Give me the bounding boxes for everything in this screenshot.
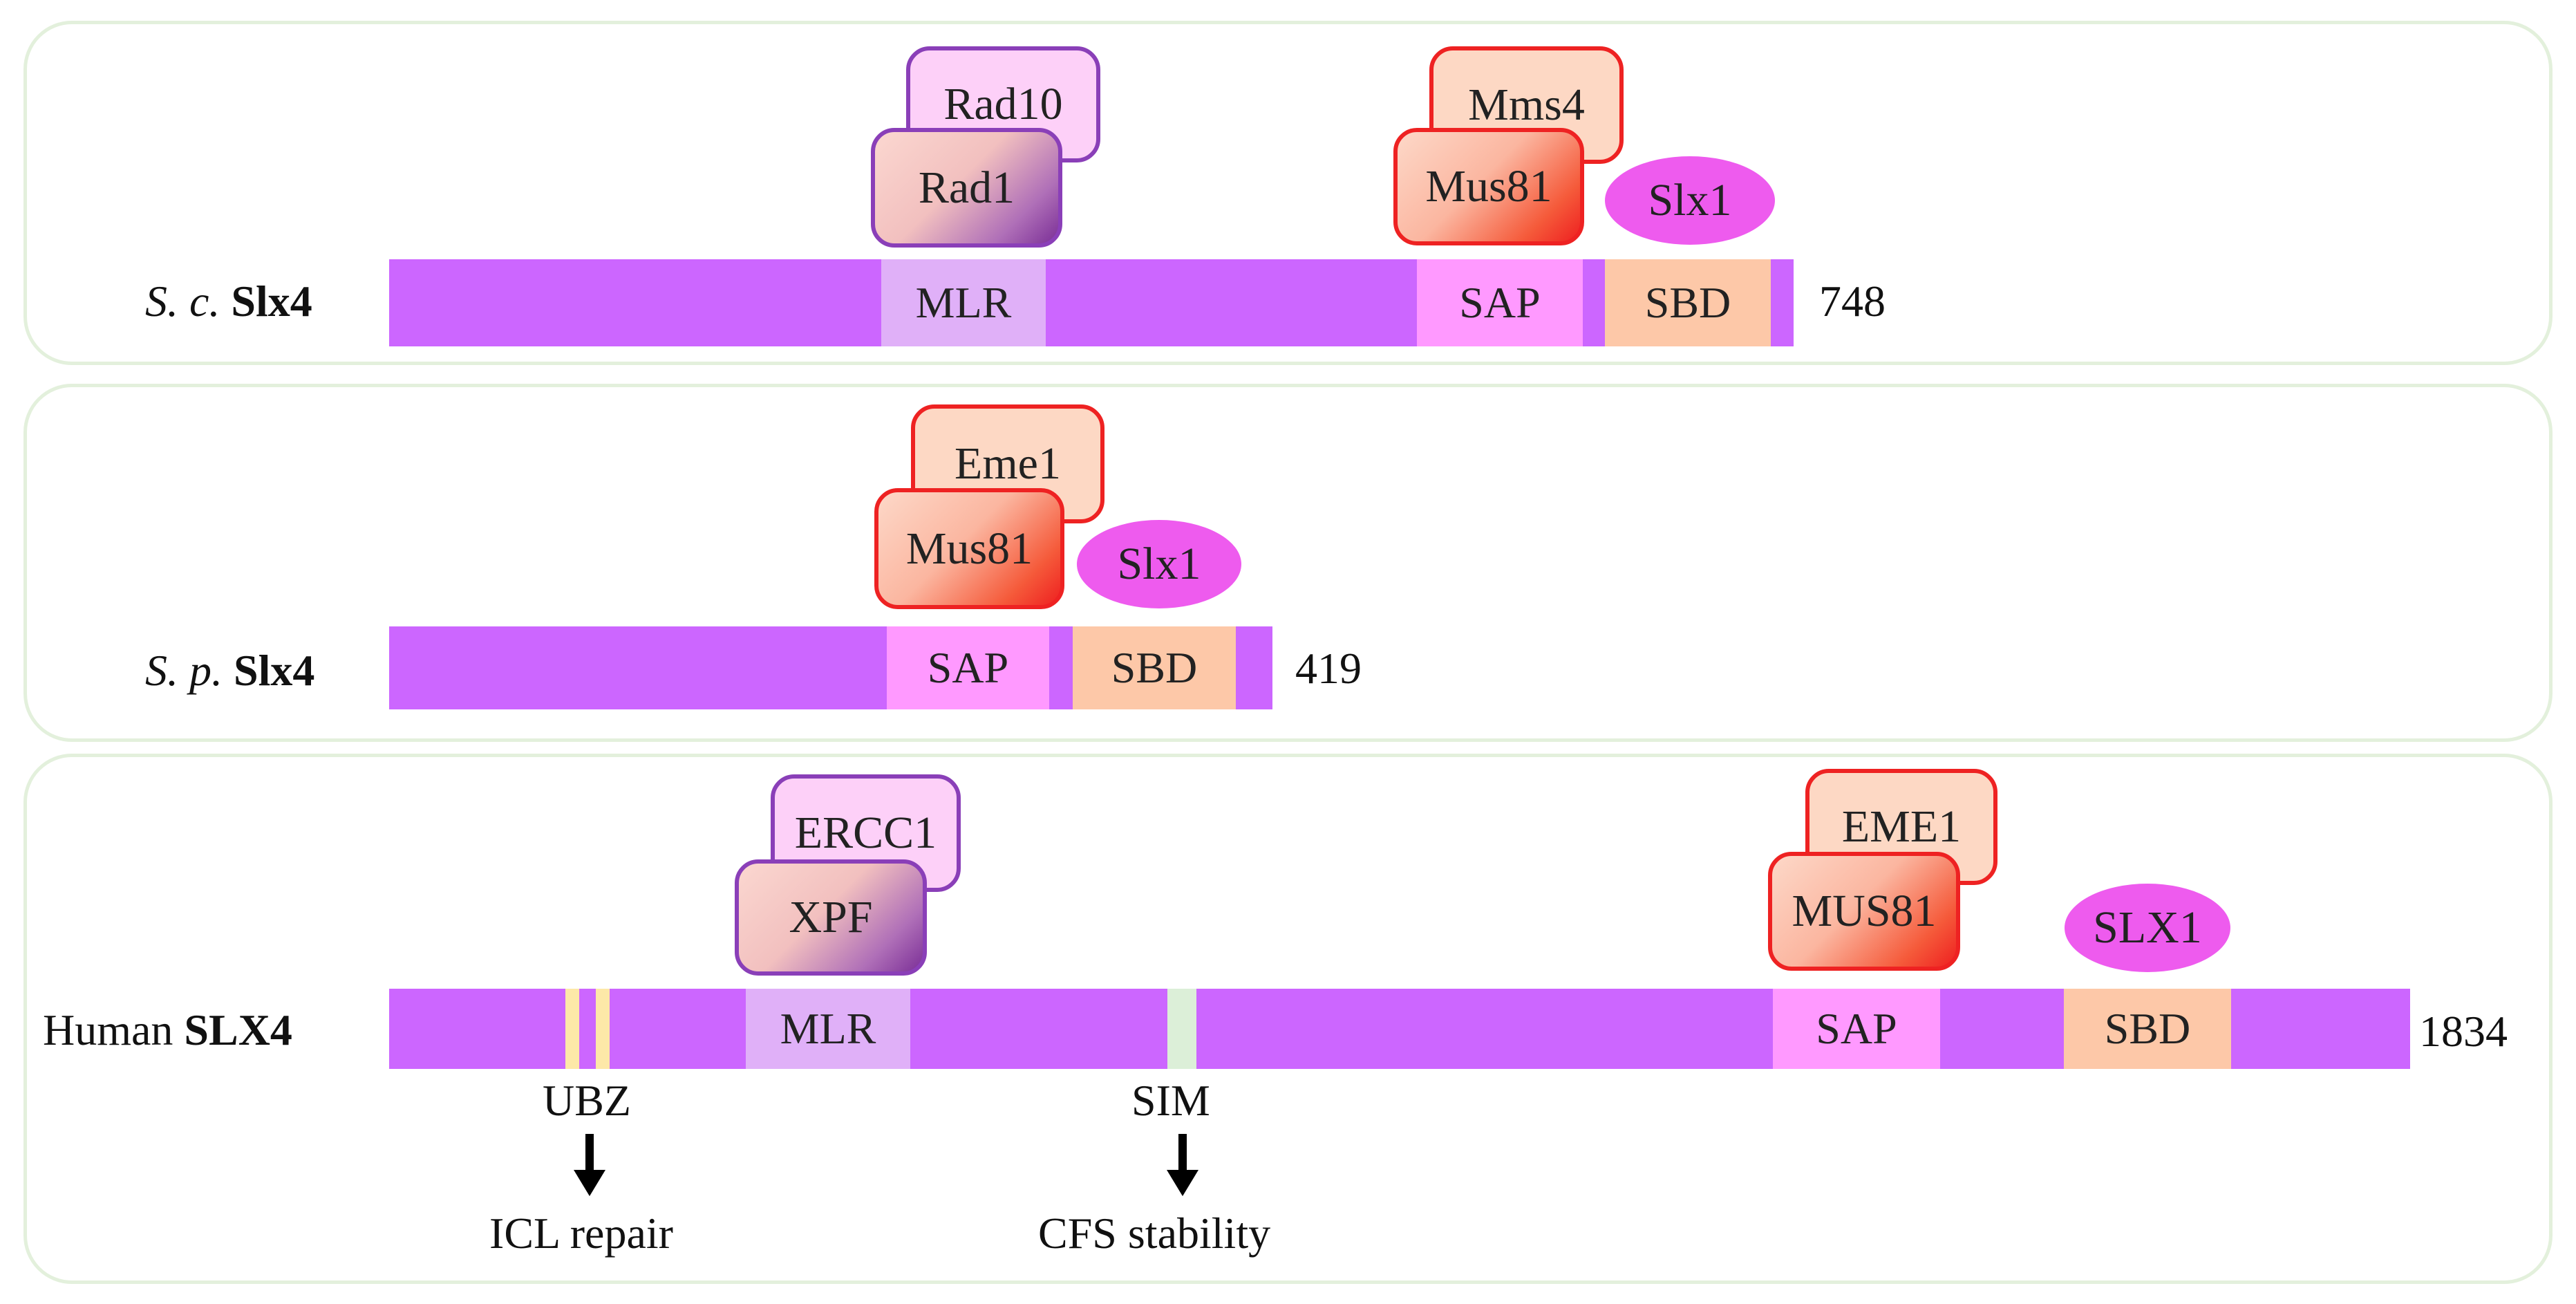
partner-mus81: Mus81: [874, 488, 1064, 609]
species-name: S. p.: [145, 646, 223, 695]
partner-mus81: Mus81: [1393, 128, 1584, 245]
protein-length: 1834: [2419, 1007, 2508, 1056]
domain-sap: SAP: [887, 626, 1049, 709]
function-icl-repair: ICL repair: [489, 1209, 673, 1258]
domain-mlr: MLR: [746, 989, 910, 1069]
protein-length: 748: [1819, 277, 1886, 326]
protein-backbone: [389, 259, 1794, 346]
species-name: Human: [43, 1005, 173, 1054]
protein-label-human: Human SLX4: [43, 1008, 292, 1052]
arrow-down-icon: [574, 1134, 605, 1196]
domain-mlr: MLR: [881, 259, 1046, 346]
partner-slx1: Slx1: [1605, 156, 1775, 245]
domain-sbd: SBD: [2064, 989, 2231, 1069]
partner-xpf: XPF: [735, 859, 927, 976]
protein-name: SLX4: [184, 1005, 292, 1054]
partner-mus81: MUS81: [1768, 852, 1960, 971]
protein-label-sc: S. c. Slx4: [145, 279, 312, 324]
domain-sap: SAP: [1773, 989, 1940, 1069]
protein-length: 419: [1295, 644, 1362, 693]
ubz-stripe: [565, 989, 579, 1069]
function-cfs-stability: CFS stability: [1038, 1209, 1271, 1258]
partner-slx1: SLX1: [2065, 884, 2230, 972]
domain-sbd: SBD: [1073, 626, 1236, 709]
protein-name: Slx4: [231, 277, 312, 326]
partner-rad1: Rad1: [871, 128, 1062, 248]
protein-name: Slx4: [234, 646, 315, 695]
species-name: S. c.: [145, 277, 220, 326]
domain-sbd: SBD: [1605, 259, 1771, 346]
ubz-stripe: [596, 989, 610, 1069]
domain-sap: SAP: [1417, 259, 1583, 346]
partner-slx1: Slx1: [1077, 520, 1241, 608]
arrow-down-icon: [1167, 1134, 1198, 1196]
protein-label-sp: S. p. Slx4: [145, 649, 314, 693]
sim-stripe: [1167, 989, 1196, 1069]
motif-ubz-label: UBZ: [543, 1076, 631, 1125]
motif-sim-label: SIM: [1131, 1076, 1210, 1125]
